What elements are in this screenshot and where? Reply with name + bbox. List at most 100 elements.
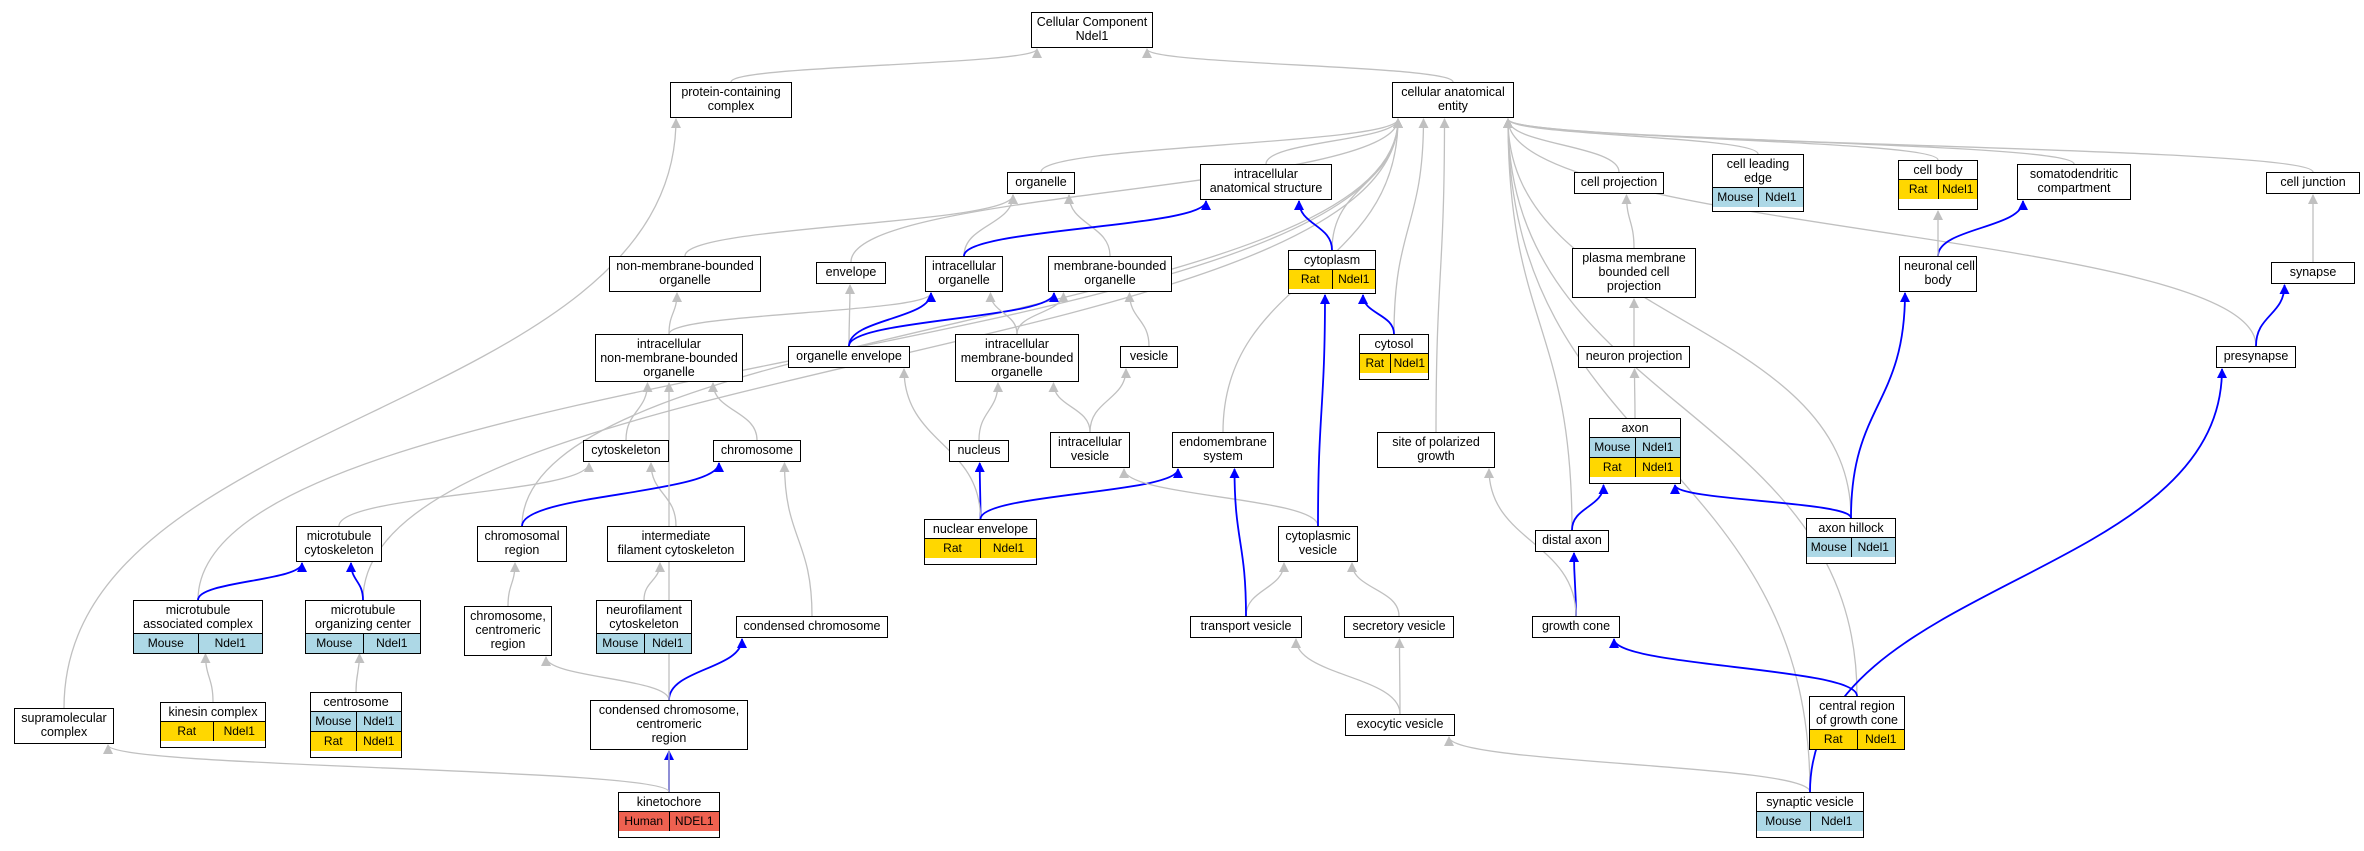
edge-ias-to-cae — [1265, 118, 1403, 165]
term-node-celljunc[interactable]: cell junction — [2266, 172, 2360, 194]
edge-cytoplasm-to-ias — [1294, 200, 1333, 251]
edge-growthcone-to-spg — [1484, 468, 1577, 617]
term-node-neuronproj[interactable]: neuron projection — [1578, 346, 1690, 368]
edge-icv-to-imbo — [1048, 382, 1091, 433]
gene-cell: Ndel1 — [980, 539, 1036, 558]
edge-icv-to-vesicle — [1089, 368, 1131, 433]
edge-cle-to-cae — [1503, 118, 1759, 155]
edge-distaxon-to-axon — [1571, 484, 1609, 531]
species-cell: Mouse — [1810, 540, 1847, 554]
term-node-condchr[interactable]: condensed chromosome — [736, 616, 888, 638]
edge-cytosol-to-cytoplasm — [1358, 294, 1395, 335]
species-cell: Human — [624, 814, 664, 828]
species-cell: Rat — [1908, 182, 1928, 196]
term-node-vesicle[interactable]: vesicle — [1120, 346, 1178, 368]
gene-cell: Ndel1 — [1856, 730, 1905, 749]
term-node-nucleus[interactable]: nucleus — [949, 440, 1009, 462]
edge-ccr-to-chrreg — [507, 562, 520, 607]
term-node-exoves[interactable]: exocytic vesicle — [1345, 714, 1455, 736]
edge-chrreg-to-chromosome — [521, 462, 724, 527]
term-node-chromosome[interactable]: chromosome — [713, 440, 801, 462]
term-node-distaxon[interactable]: distal axon — [1535, 530, 1609, 552]
term-node-envelope[interactable]: envelope — [816, 262, 886, 284]
edge-kinesin-to-mac — [200, 653, 214, 703]
term-node-growthcone[interactable]: growth cone — [1532, 616, 1620, 638]
edge-centrosome-to-mtoc — [354, 653, 365, 693]
term-label: centrosome — [323, 695, 389, 709]
species-cell: Rat — [943, 541, 962, 555]
term-label: secretory vesicle — [1352, 619, 1446, 633]
term-label: cell projection — [1580, 175, 1658, 189]
term-node-presyn[interactable]: presynapse — [2216, 346, 2296, 368]
species-cell: Rat — [1365, 356, 1385, 370]
term-node-organelle[interactable]: organelle — [1007, 172, 1075, 194]
term-node-secves[interactable]: secretory vesicle — [1344, 616, 1454, 638]
term-node-transves[interactable]: transport vesicle — [1190, 616, 1302, 638]
term-label: neuron projection — [1585, 349, 1683, 363]
term-node-synapse[interactable]: synapse — [2271, 262, 2355, 284]
term-node-orgenv[interactable]: organelle envelope — [788, 346, 910, 368]
term-label: synaptic vesicle — [1766, 795, 1854, 809]
term-label: organelle envelope — [796, 349, 902, 363]
gene-cell: Ndel1 — [212, 722, 266, 741]
edge-spg-to-cae — [1435, 118, 1450, 433]
term-node-cellproj[interactable]: cell projection — [1574, 172, 1664, 194]
edge-imbo-to-intorg — [985, 292, 1018, 335]
edge-distaxon-to-cae — [1503, 118, 1573, 531]
term-node-cytoskel[interactable]: cytoskeleton — [583, 440, 669, 462]
edge-crgc-to-growthcone — [1609, 638, 1858, 697]
edge-condchr-to-chromosome — [779, 462, 813, 617]
edge-orgenv-to-intorg — [848, 292, 936, 347]
